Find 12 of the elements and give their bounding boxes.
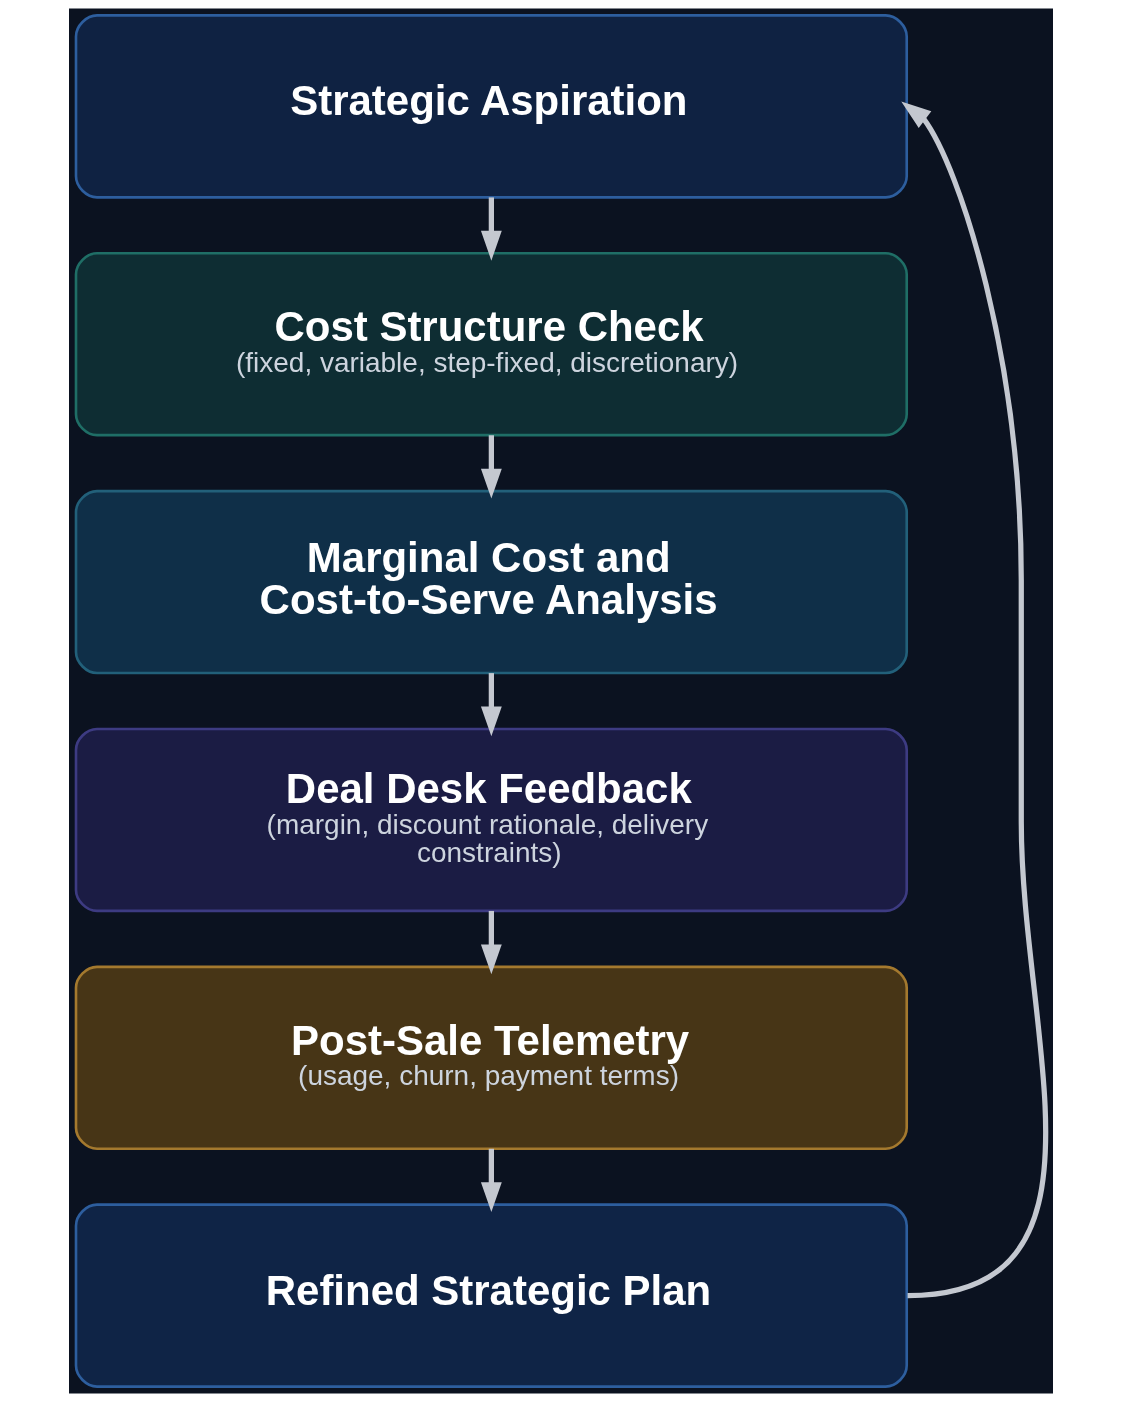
node-box: Post-Sale Telemetry (usage, churn, payment terms) (74, 965, 909, 1151)
node-box: Refined Strategic Plan (74, 1203, 909, 1388)
node-box: Marginal Cost and Cost-to-Serve Analysis (74, 489, 909, 675)
arrow (480, 435, 502, 499)
node-box: Cost Structure Check (fixed, variable, step-fixed, discretionary) (74, 251, 909, 437)
arrow (480, 197, 502, 261)
node-box: Deal Desk Feedback (margin, discount rationale, delivery constraints) (74, 727, 909, 913)
arrow (480, 1148, 502, 1213)
node-box: Strategic Aspiration (74, 14, 909, 199)
arrow (480, 910, 502, 975)
arrow (901, 101, 1049, 1299)
arrow (480, 673, 502, 737)
